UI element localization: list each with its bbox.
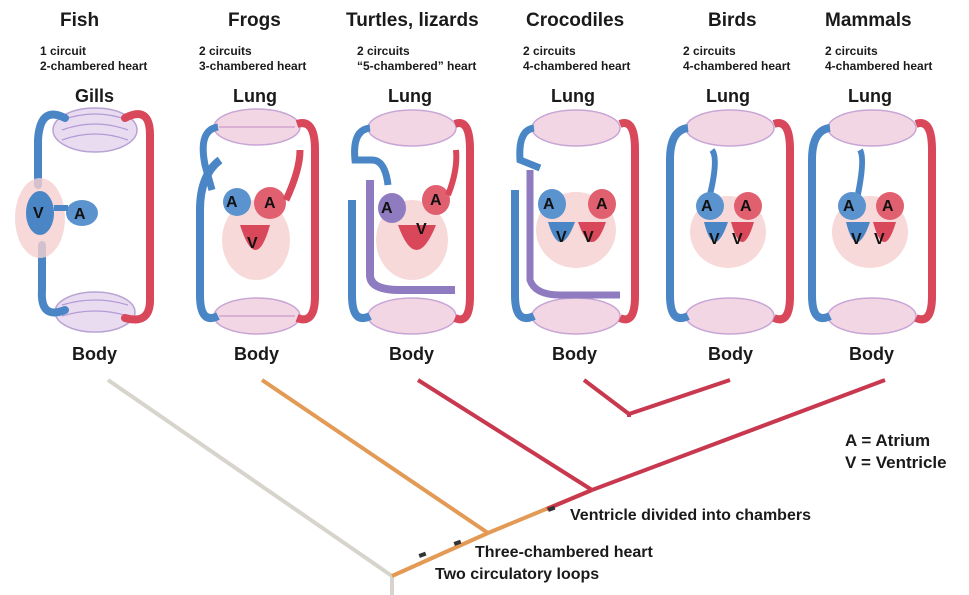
fish-v-label: V (33, 205, 44, 222)
three-chambered-text: Three-chambered heart (475, 544, 653, 562)
crocodiles-body-capillaries (532, 298, 620, 334)
crocodile-branch (584, 380, 629, 414)
svg-text:V: V (556, 229, 567, 246)
frogs-circulation: A A V (200, 109, 315, 334)
mammal-branch (592, 380, 885, 490)
birds-lung-capillaries (686, 110, 774, 146)
legend-ventricle: V = Ventricle (845, 452, 947, 474)
turtles-circulation: A A V (352, 110, 470, 334)
svg-text:V: V (732, 231, 743, 248)
two-loops-mark (418, 552, 426, 558)
phylogenetic-tree (108, 380, 885, 595)
svg-text:V: V (874, 231, 885, 248)
svg-text:V: V (247, 235, 258, 252)
ventricle-divided-text: Ventricle divided into chambers (570, 507, 811, 525)
svg-text:A: A (264, 195, 276, 212)
turtles-body-capillaries (368, 298, 456, 334)
reptile-branch (418, 380, 592, 490)
legend-atrium: A = Atrium (845, 430, 930, 452)
svg-text:A: A (430, 192, 442, 209)
svg-text:V: V (583, 229, 594, 246)
mammals-body-capillaries (828, 298, 916, 334)
bird-branch (629, 380, 730, 414)
crocodiles-lung-capillaries (532, 110, 620, 146)
birds-circulation: A A V V (670, 110, 790, 334)
svg-text:A: A (226, 194, 238, 211)
fish-a-label: A (74, 206, 86, 223)
svg-text:A: A (543, 196, 555, 213)
svg-text:A: A (843, 198, 855, 215)
crocodiles-circulation: A A V V (515, 110, 635, 334)
svg-text:V: V (851, 231, 862, 248)
fish-circulation: V A (15, 108, 150, 332)
svg-text:A: A (882, 198, 894, 215)
svg-text:A: A (596, 196, 608, 213)
svg-text:V: V (709, 231, 720, 248)
svg-text:A: A (701, 198, 713, 215)
fish-branch (108, 380, 392, 576)
turtles-lung-capillaries (368, 110, 456, 146)
mammals-lung-capillaries (828, 110, 916, 146)
svg-text:V: V (416, 221, 427, 238)
birds-body-capillaries (686, 298, 774, 334)
svg-text:A: A (740, 198, 752, 215)
two-loops-text: Two circulatory loops (435, 566, 599, 584)
svg-text:A: A (381, 200, 393, 217)
mammals-circulation: A A V V (812, 110, 932, 334)
